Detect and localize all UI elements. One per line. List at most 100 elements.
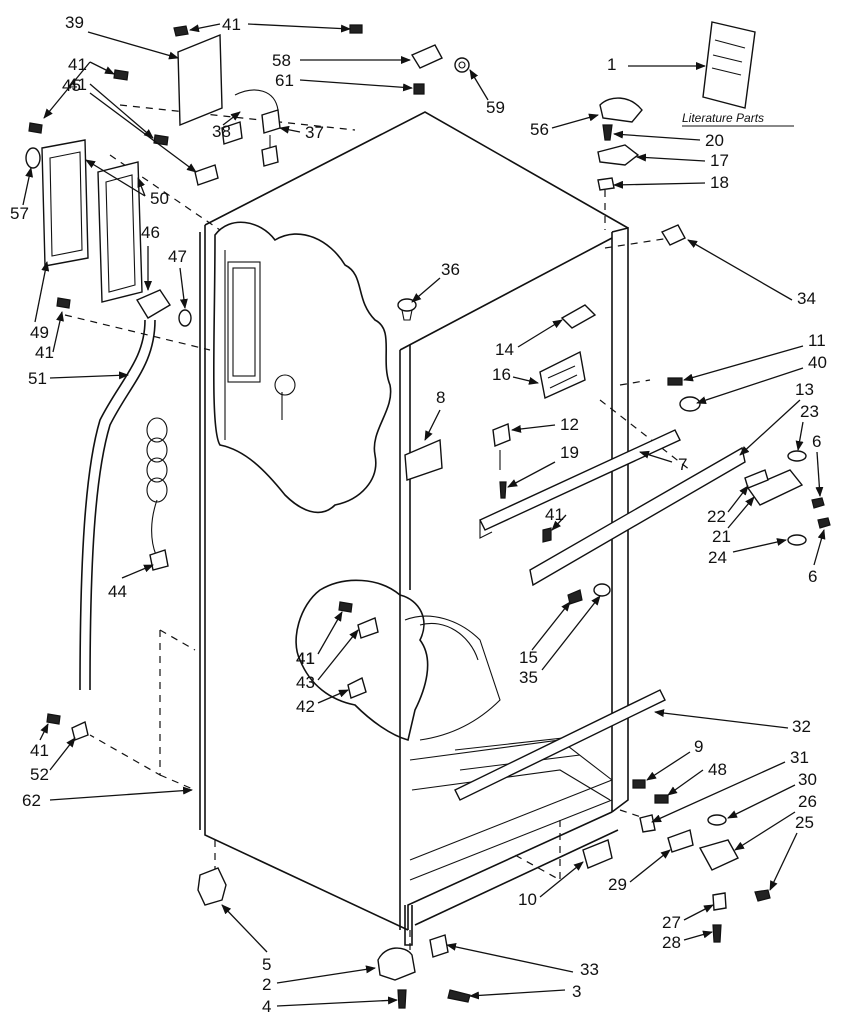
callout-arrow-13: [739, 399, 801, 456]
callout-label-2: 2: [262, 975, 271, 994]
callout-arrow-3: [469, 989, 566, 1000]
callout-arrow-62: [49, 786, 193, 801]
callout-label-6: 6: [808, 567, 817, 586]
callout-arrow-43: [317, 629, 359, 681]
callout-arrow-6: [815, 451, 824, 497]
cabinet: [199, 111, 629, 946]
callout-arrow-22: [727, 485, 749, 513]
callout-arrow-41: [89, 61, 115, 75]
callout-arrow-25: [769, 832, 798, 891]
callout-arrow-51: [49, 371, 129, 380]
callout-arrow-2: [276, 965, 376, 984]
callout-label-62: 62: [22, 791, 41, 810]
callout-arrow-59: [469, 69, 489, 101]
callout-arrow-7: [639, 450, 673, 463]
callout-arrow-11: [683, 345, 804, 382]
callout-arrow-33: [446, 942, 574, 973]
callout-label-48: 48: [708, 760, 727, 779]
callout-arrow-23: [795, 421, 804, 451]
callout-label-41: 41: [296, 649, 315, 668]
callout-label-41: 41: [296, 649, 315, 668]
callout-arrow-47: [179, 267, 188, 309]
callout-label-61: 61: [275, 71, 294, 90]
callout-label-45: 45: [62, 76, 81, 95]
callout-arrow-38: [222, 111, 241, 126]
callout-arrow-41: [189, 23, 221, 33]
callout-arrow-20: [613, 130, 701, 141]
callout-label-41: 41: [35, 343, 54, 362]
callout-arrow-35: [541, 595, 601, 671]
callout-label-51: 51: [28, 369, 47, 388]
callout-label-41: 41: [30, 741, 49, 760]
callout-arrow-41: [551, 514, 567, 531]
callout-arrow-19: [507, 461, 556, 488]
callout-label-22: 22: [707, 507, 726, 526]
callout-arrow-39: [87, 31, 179, 60]
callout-arrow-24: [732, 538, 787, 553]
callout-arrow-15: [531, 601, 571, 651]
parts: [25, 21, 831, 1009]
callout-label-19: 19: [560, 443, 579, 462]
callout-arrow-41: [43, 61, 91, 119]
callout-label-24: 24: [708, 548, 727, 567]
callout-arrow-61: [299, 79, 413, 92]
callout-label-39: 39: [65, 13, 84, 32]
callout-label-28: 28: [662, 933, 681, 952]
callout-arrow-4: [276, 996, 398, 1007]
callout-arrow-49: [34, 261, 50, 323]
callout-label-15: 15: [519, 648, 538, 667]
callout-arrow-32: [654, 709, 789, 729]
callout-label-31: 31: [790, 748, 809, 767]
callout-arrow-14: [517, 319, 563, 348]
callout-arrow-6: [813, 529, 826, 566]
callout-arrow-21: [727, 496, 755, 529]
callout-label-3: 3: [572, 982, 581, 1001]
callout-arrow-27: [683, 904, 714, 921]
callout-label-8: 8: [436, 388, 445, 407]
callout-label-44: 44: [108, 582, 127, 601]
literature-booklet: [702, 21, 756, 109]
callout-label-41: 41: [545, 505, 564, 524]
callout-arrow-8: [424, 409, 441, 441]
callout-arrow-31: [651, 761, 786, 823]
callout-arrow-44: [121, 564, 154, 579]
literature-caption: Literature Parts: [682, 111, 764, 125]
callout-arrow-28: [683, 930, 713, 941]
callout-label-6: 6: [812, 432, 821, 451]
callout-arrow-48: [667, 769, 704, 796]
callout-arrow-16: [512, 376, 539, 385]
callout-label-41: 41: [68, 75, 87, 94]
callout-arrow-50: [137, 177, 146, 197]
callout-arrow-37: [279, 125, 301, 134]
callout-label-57: 57: [10, 204, 29, 223]
callout-label-37: 37: [305, 123, 324, 142]
callout-arrow-45: [89, 92, 197, 173]
callout-label-47: 47: [168, 247, 187, 266]
callout-label-50: 50: [150, 189, 169, 208]
callout-arrow-10: [539, 861, 584, 898]
callout-label-59: 59: [486, 98, 505, 117]
callout-label-38: 38: [212, 122, 231, 141]
callout-label-49: 49: [30, 323, 49, 342]
callout-arrow-5: [221, 904, 268, 953]
callout-label-41: 41: [68, 55, 87, 74]
callout-arrow-36: [411, 277, 441, 303]
callout-label-18: 18: [710, 173, 729, 192]
callout-arrow-56: [551, 113, 599, 129]
callout-label-9: 9: [694, 737, 703, 756]
callout-label-56: 56: [530, 120, 549, 139]
callout-label-14: 14: [495, 340, 514, 359]
callout-label-11: 11: [808, 331, 826, 350]
callout-arrow-41: [89, 83, 154, 139]
callout-label-30: 30: [798, 770, 817, 789]
callout-label-1: 1: [607, 55, 616, 74]
callout-arrow-26: [734, 811, 796, 851]
callout-arrow-12: [511, 424, 556, 433]
callout-arrow-50: [85, 159, 146, 197]
callout-label-41: 41: [222, 15, 241, 34]
callout-arrow-40: [696, 367, 804, 404]
callout-label-36: 36: [441, 260, 460, 279]
callout-arrow-17: [636, 153, 706, 162]
